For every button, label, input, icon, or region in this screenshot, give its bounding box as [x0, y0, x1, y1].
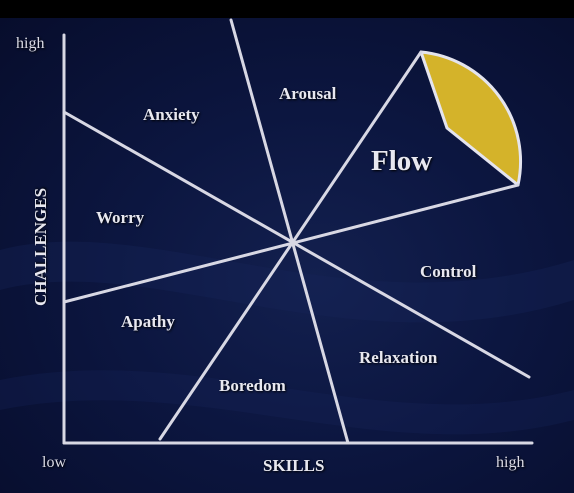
- flow-sector: [419, 50, 523, 187]
- region-label-apathy: Apathy: [121, 312, 175, 331]
- region-label-flow: Flow: [371, 145, 433, 177]
- diagram-canvas: [0, 18, 574, 445]
- region-label-boredom: Boredom: [219, 376, 286, 395]
- background-swoosh: [0, 370, 574, 435]
- y-axis-high-label: high: [16, 35, 45, 52]
- divider-arousal-anxiety: [229, 18, 350, 445]
- y-axis-title: CHALLENGES: [31, 187, 50, 307]
- region-label-anxiety: Anxiety: [143, 105, 200, 124]
- divider-flow-arousal: [158, 50, 423, 441]
- background-swoosh: [0, 241, 574, 323]
- x-axis-high-label: high: [496, 454, 525, 471]
- x-axis-title: SKILLS: [263, 456, 325, 475]
- divider-anxiety-worry: [62, 110, 531, 379]
- region-label-arousal: Arousal: [279, 84, 337, 103]
- region-label-relaxation: Relaxation: [359, 348, 438, 367]
- flow-model-diagram: Anxiety Arousal Flow Worry Control Apath…: [0, 18, 574, 493]
- region-label-control: Control: [420, 262, 477, 281]
- x-axis-low-label: low: [42, 454, 66, 471]
- region-label-worry: Worry: [96, 208, 145, 227]
- divider-flow-control: [62, 183, 520, 304]
